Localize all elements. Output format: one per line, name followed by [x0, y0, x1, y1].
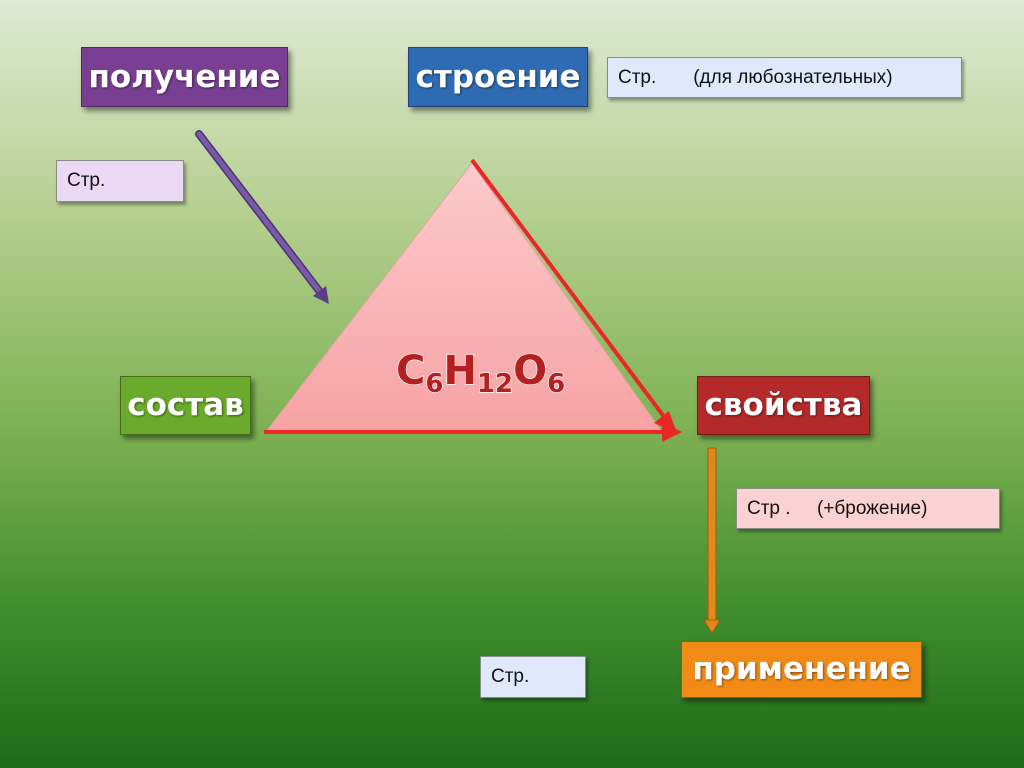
- triangle-bottom-edge-arrowhead: [662, 422, 682, 442]
- poluchenie-arrowhead: [313, 286, 329, 304]
- primenenie-arrowhead: [703, 619, 721, 634]
- primenenie-arrow: [707, 447, 717, 621]
- formula-sub-h: 12: [477, 369, 513, 399]
- formula-element-h: H: [443, 348, 476, 394]
- formula-sub-c: 6: [425, 369, 443, 399]
- svg-text:C6H12O6: C6H12O6: [396, 348, 565, 399]
- label-primenenie: применение: [681, 641, 922, 698]
- label-poluchenie: получение: [81, 47, 288, 107]
- formula-sub-o: 6: [547, 369, 565, 399]
- label-svoistva: свойства: [697, 376, 870, 435]
- glucose-formula: C6H12O6: [395, 347, 566, 399]
- note-stroenie-page: Стр. (для любознательных): [607, 57, 962, 98]
- note-primenenie-page: Стр.: [480, 656, 586, 698]
- formula-element-o: O: [513, 348, 547, 394]
- note-poluchenie-page: Стр.: [56, 160, 184, 202]
- formula-element-c: C: [396, 348, 425, 394]
- label-stroenie: строение: [408, 47, 588, 107]
- note-svoistva-page: Стр . (+брожение): [736, 488, 1000, 529]
- label-sostav: состав: [120, 376, 251, 435]
- triangle-right-edge-arrow: [470, 158, 670, 424]
